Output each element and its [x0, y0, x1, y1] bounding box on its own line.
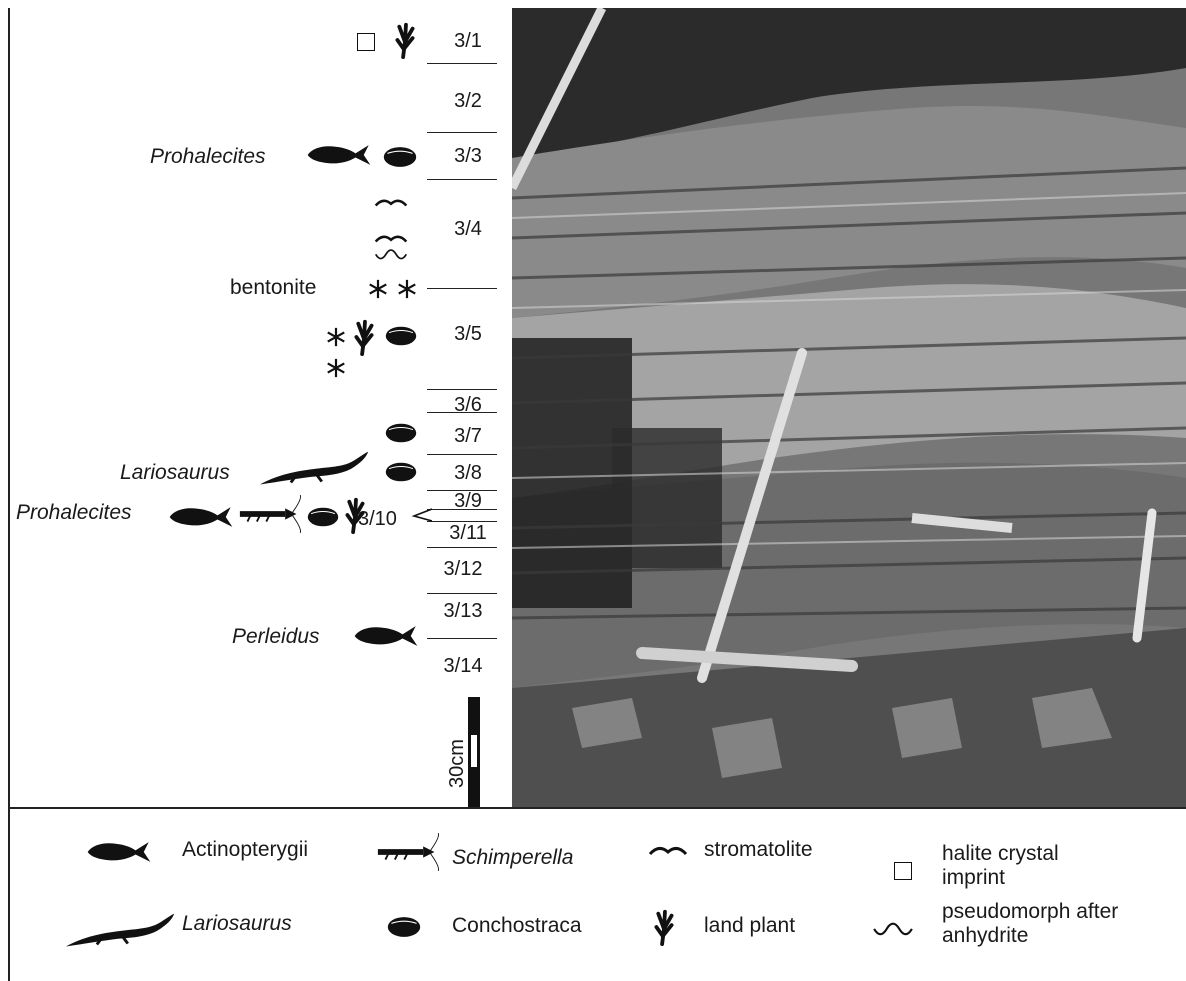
bed-boundary: [427, 638, 497, 639]
bed-label: 3/6: [454, 394, 482, 416]
bed-boundary: [427, 389, 497, 390]
stromatolite-icon: [374, 232, 408, 246]
bed-label: 3/7: [454, 425, 482, 447]
lariosaurus-icon: [64, 910, 180, 952]
scale-bar: [468, 697, 480, 807]
bed-label: 3/11: [449, 522, 487, 544]
land-plant-icon: [352, 318, 376, 356]
halite-crystal-icon: [894, 862, 912, 880]
pseudomorph-icon: [872, 922, 914, 940]
bed-boundary: [427, 593, 497, 594]
bed-label: 3/13: [443, 600, 483, 622]
actinopterygii-icon: [168, 503, 234, 531]
bed-label: 3/14: [443, 655, 483, 677]
conchostraca-icon: [384, 461, 418, 483]
bed-label: 3/9: [454, 490, 482, 512]
legend-actinopterygii: Actinopterygii: [182, 838, 309, 861]
schimperella-icon: [238, 494, 304, 534]
conchostraca-icon: [384, 325, 418, 347]
bed-label: 3/8: [454, 462, 482, 484]
lariosaurus-icon: [258, 448, 374, 490]
bed-label: 3/10: [358, 508, 397, 530]
bentonite-star-icon: [325, 326, 347, 348]
land-plant-icon: [652, 908, 676, 946]
legend-divider: [8, 807, 1186, 809]
bentonite-star-icon: [325, 357, 347, 379]
bed-boundary: [427, 521, 497, 522]
conchostraca-icon: [306, 506, 340, 528]
figure-frame: [8, 8, 1186, 981]
conchostraca-icon: [384, 422, 418, 444]
legend-schimperella: Schimperella: [452, 846, 574, 869]
outcrop-photo-drawing: [512, 8, 1186, 808]
stromatolite-icon: [374, 196, 408, 210]
actinopterygii-icon: [306, 141, 372, 169]
bentonite-label: bentonite: [230, 276, 317, 299]
bed-label: 3/4: [454, 218, 482, 240]
taxon-label: Prohalecites: [150, 145, 266, 168]
bed-boundary: [427, 490, 497, 491]
bed-boundary: [427, 179, 497, 180]
bentonite-star-icon: [396, 278, 418, 300]
legend-conchostraca: Conchostraca: [452, 914, 582, 937]
bed-label: 3/5: [454, 323, 482, 345]
actinopterygii-icon: [353, 622, 419, 650]
conchostraca-icon: [386, 915, 422, 939]
bed-boundary: [427, 547, 497, 548]
bed-label: 3/3: [454, 145, 482, 167]
bed-boundary: [427, 132, 497, 133]
bentonite-star-icon: [367, 278, 389, 300]
bed-boundary: [427, 63, 497, 64]
conchostraca-icon: [382, 145, 418, 169]
bed-label: 3/2: [454, 90, 482, 112]
legend-pseudomorph: pseudomorph after anhydrite: [942, 900, 1119, 947]
legend-land-plant: land plant: [704, 914, 796, 937]
bed-boundary: [427, 454, 497, 455]
legend-stromatolite: stromatolite: [704, 838, 813, 861]
legend-lariosaurus: Lariosaurus: [182, 912, 292, 935]
taxon-label: Lariosaurus: [120, 461, 230, 484]
bed-label: 3/1: [454, 30, 482, 52]
scale-label: 30cm: [446, 739, 468, 788]
legend-halite: halite crystal imprint: [942, 842, 1059, 889]
pseudomorph-icon: [374, 248, 408, 264]
bed-boundary: [427, 509, 497, 510]
bed-label: 3/12: [443, 558, 483, 580]
taxon-label: Prohalecites: [16, 501, 132, 524]
outcrop-photo: [512, 8, 1186, 808]
land-plant-icon: [343, 496, 367, 534]
bed-boundary: [427, 412, 497, 413]
stromatolite-icon: [648, 844, 688, 858]
land-plant-icon: [393, 21, 417, 59]
halite-crystal-icon: [357, 33, 375, 51]
bentonite-line: [427, 288, 497, 289]
taxon-label: Perleidus: [232, 625, 320, 648]
bed-3-10-bracket: [411, 508, 432, 522]
actinopterygii-icon: [86, 838, 152, 866]
schimperella-icon: [376, 832, 442, 872]
